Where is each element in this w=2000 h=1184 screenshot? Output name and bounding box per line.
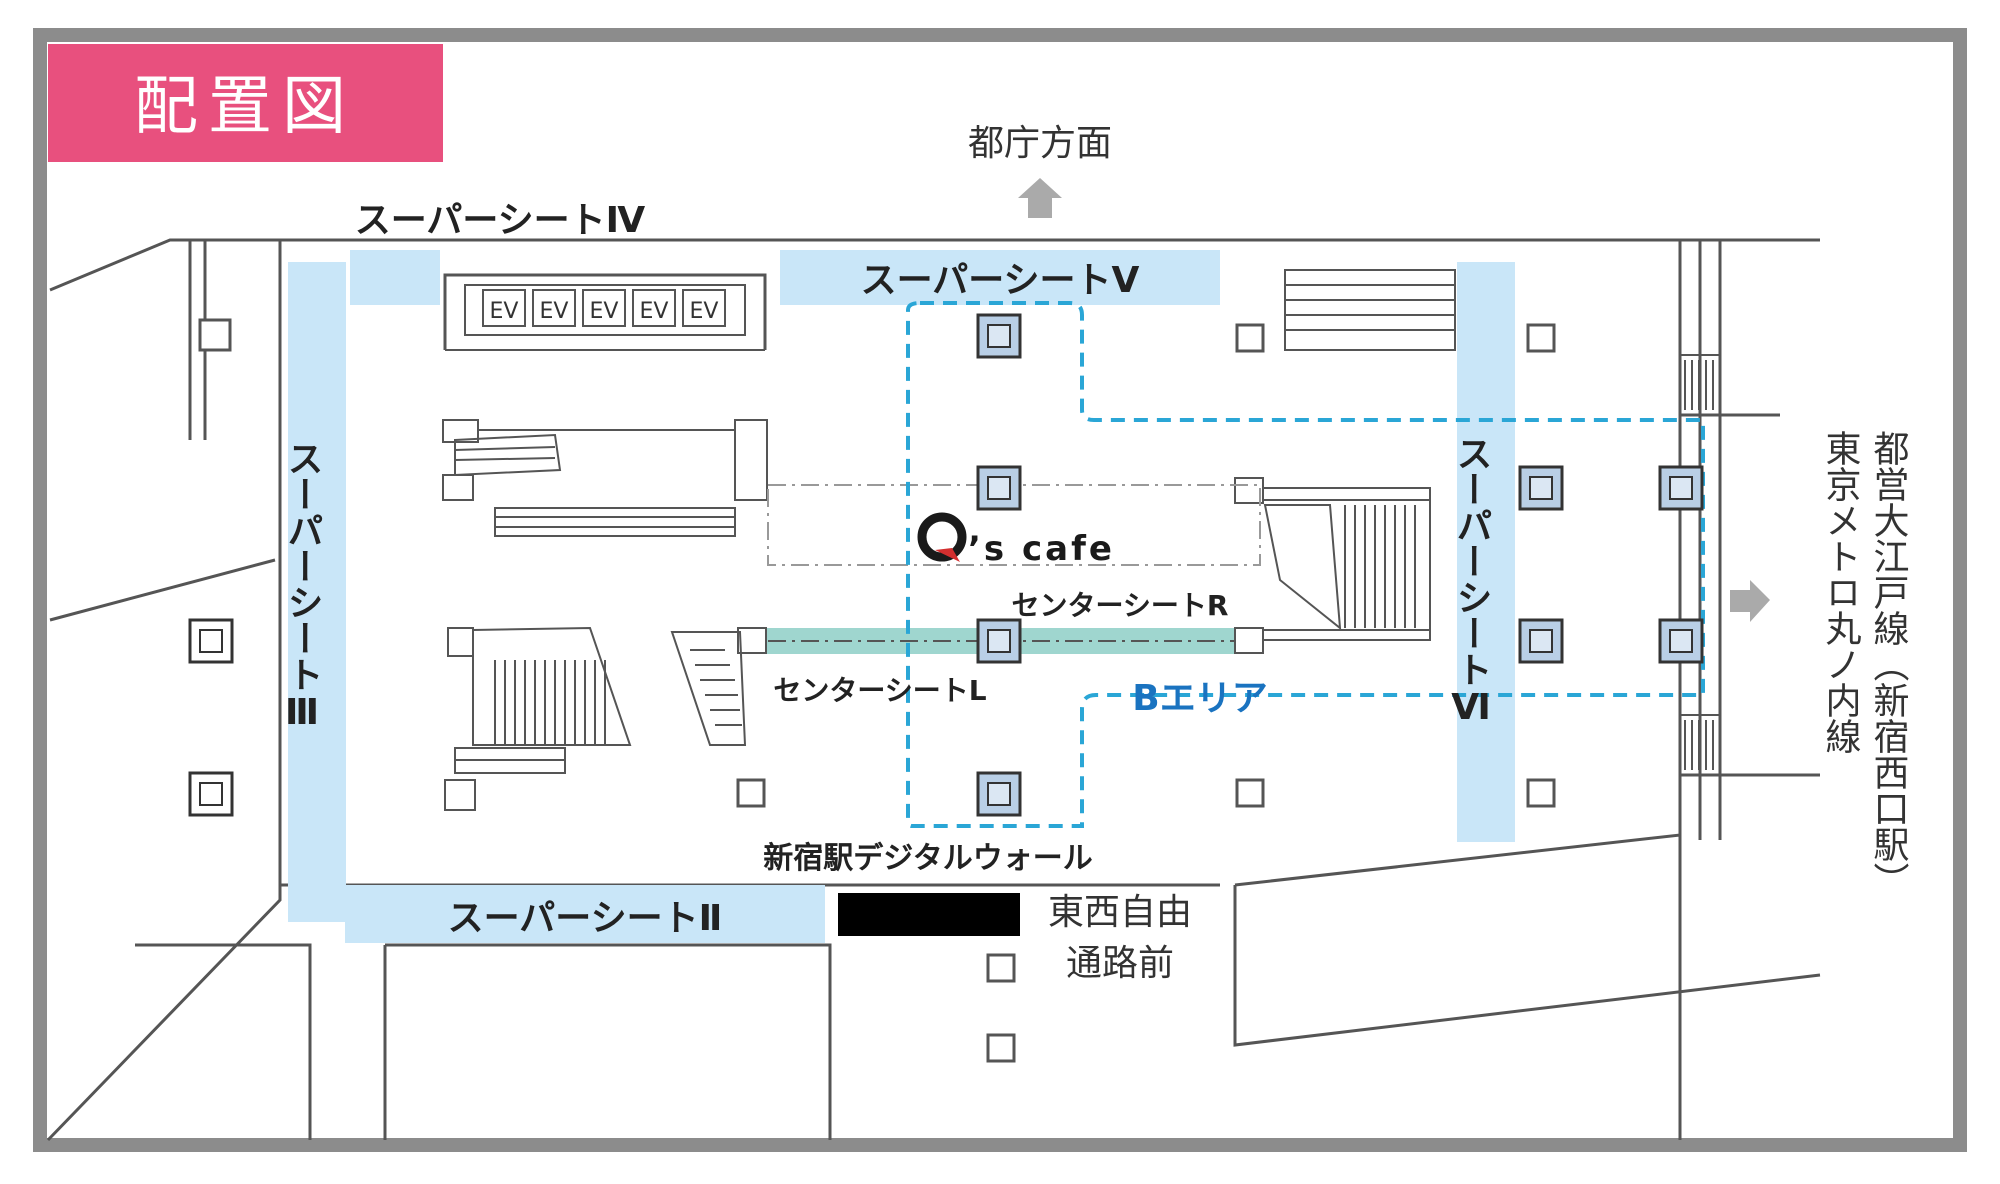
super-seat-vi-label: スーパーシートⅥ — [1451, 435, 1492, 728]
elevator-item: EV — [532, 289, 576, 327]
escalator-west-upper — [442, 419, 768, 537]
pillar — [1518, 465, 1564, 511]
pillar — [1518, 618, 1564, 664]
digital-wall-screen — [838, 893, 1020, 936]
pillar — [976, 618, 1022, 664]
pillar — [188, 618, 234, 664]
super-seat-iv-label: スーパーシートⅣ — [355, 200, 646, 241]
pillar — [1658, 618, 1704, 664]
elevator-label: EV — [640, 299, 669, 324]
elevator-list: EV EV EV EV EV — [482, 289, 726, 327]
digital-wall-label: 新宿駅デジタルウォール — [763, 841, 1092, 876]
super-seat-v-area — [780, 250, 1220, 305]
column — [198, 318, 232, 352]
column — [986, 953, 1016, 983]
direction-south-line2: 通路前 — [1066, 943, 1174, 984]
building-outline — [46, 238, 1821, 1142]
small-column-list — [736, 323, 1556, 1063]
cafe-logo-text: ’s cafe — [968, 529, 1115, 569]
center-seat-l-label: センターシートL — [773, 674, 986, 707]
pillar-list — [188, 313, 1704, 817]
column — [986, 1033, 1016, 1063]
cafe-logo: Q ’s cafe — [917, 512, 1115, 569]
pillar — [1658, 465, 1704, 511]
elevator-item: EV — [482, 289, 526, 327]
b-area-outline — [906, 301, 1705, 828]
direction-south-line1: 東西自由 — [1048, 892, 1192, 933]
elevator-label: EV — [690, 299, 719, 324]
super-seat-ii-area — [345, 885, 825, 943]
direction-east-line2: 東京メトロ丸ノ内線 — [1820, 430, 1861, 754]
elevator-label: EV — [590, 299, 619, 324]
direction-east-line1: 都営大江戸線（新宿西口駅） — [1868, 430, 1910, 898]
elevator-label: EV — [540, 299, 569, 324]
pillar — [188, 771, 234, 817]
north-arrow-icon — [1018, 178, 1062, 218]
center-seat-r-label: センターシートR — [1011, 589, 1228, 622]
column — [1235, 323, 1265, 353]
title-block — [48, 44, 443, 162]
elevator-item: EV — [582, 289, 626, 327]
column — [1526, 778, 1556, 808]
east-stairs — [1679, 354, 1721, 776]
super-seat-iv-area — [350, 250, 440, 305]
page-title: 配置図 — [134, 70, 356, 144]
direction-north-label: 都庁方面 — [968, 123, 1112, 164]
stair-west-lower — [444, 626, 767, 811]
super-seat-iii-label: スーパーシートⅢ — [282, 440, 323, 733]
elevator-item: EV — [682, 289, 726, 327]
pillar — [976, 465, 1022, 511]
pillar — [976, 771, 1022, 817]
column — [1235, 778, 1265, 808]
elevator-item: EV — [632, 289, 676, 327]
super-seat-v-label: スーパーシートⅤ — [861, 260, 1140, 301]
pillar — [976, 313, 1022, 359]
super-seat-vi-area — [1457, 262, 1515, 842]
elevator-label: EV — [490, 299, 519, 324]
east-arrow-icon — [1730, 580, 1770, 622]
super-seat-iii-area — [288, 262, 346, 922]
column — [736, 778, 766, 808]
stair-east — [1234, 477, 1431, 654]
super-seat-ii-label: スーパーシートⅡ — [448, 898, 723, 939]
stair-northeast — [1284, 269, 1456, 351]
b-area-label: Bエリア — [1132, 678, 1267, 719]
column — [1526, 323, 1556, 353]
